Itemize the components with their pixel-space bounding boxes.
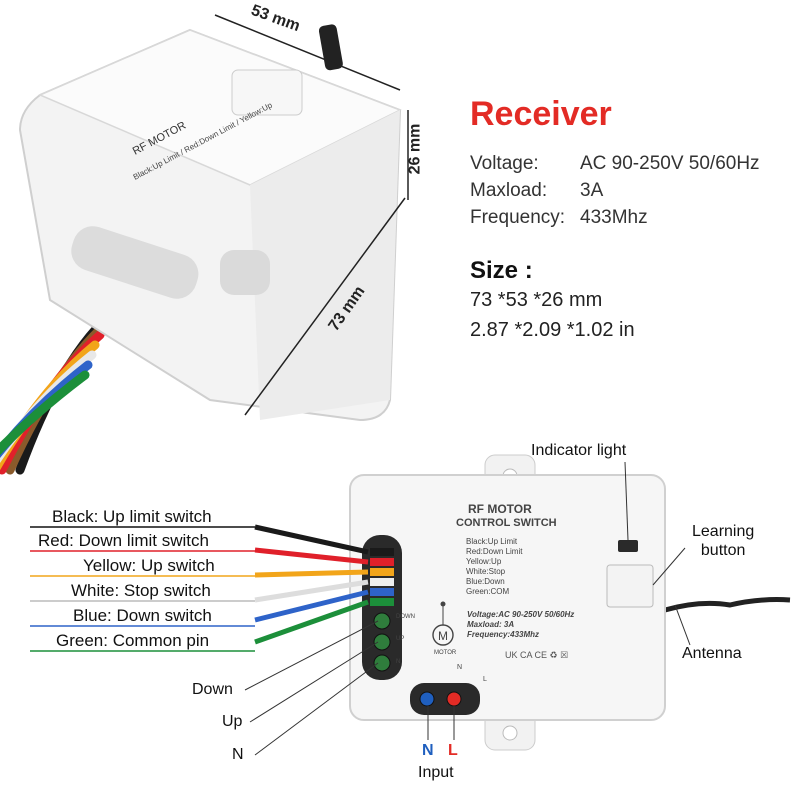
input-label-l-small: L	[483, 676, 487, 683]
cert-marks: UK CA CE ♻ ☒	[505, 650, 569, 660]
callout-indicator-light: Indicator light	[531, 442, 627, 459]
size-mm: 73 *53 *26 mm	[470, 289, 603, 311]
spec-frequency: Frequency: 433Mhz	[470, 207, 648, 228]
callout-down: Down	[192, 681, 233, 698]
size-title: Size :	[470, 257, 533, 284]
callout-antenna: Antenna	[682, 645, 742, 662]
device-title: RF MOTOR	[468, 502, 532, 516]
wire-label-blue: Blue: Down switch	[73, 606, 212, 625]
callout-input-l: L	[448, 742, 458, 759]
wire-label-green: Green: Common pin	[56, 631, 210, 650]
input-label-n-small: N	[457, 664, 463, 671]
callout-n: N	[232, 746, 244, 763]
label-underlines	[30, 526, 255, 652]
wire-label-yellow: Yellow: Up switch	[83, 556, 215, 575]
antenna-coil	[664, 597, 791, 613]
receiver-front-diagram: M	[30, 454, 791, 756]
spec-voltage: Voltage: AC 90-250V 50/60Hz	[470, 153, 760, 174]
wire-label-red: Red: Down limit switch	[38, 531, 209, 550]
dim-height-label: 26 mm	[406, 123, 424, 175]
wire-label-black: Black: Up limit switch	[52, 507, 212, 526]
device-wire-list: Black:Up Limit Red:Down Limit Yellow:Up …	[466, 537, 523, 596]
motor-label: MOTOR	[434, 650, 457, 656]
callout-up: Up	[222, 713, 243, 730]
wire-label-white: White: Stop switch	[71, 581, 211, 600]
left-wires	[254, 524, 369, 645]
callout-leaders	[244, 461, 691, 756]
svg-text:M: M	[438, 629, 448, 643]
size-in: 2.87 *2.09 *1.02 in	[470, 319, 635, 341]
terminal-screws	[373, 612, 391, 672]
receiver-top-view: RF MOTOR Black:Up Limit / Red:Down Limit…	[0, 14, 409, 475]
spec-panel: Receiver Voltage: AC 90-250V 50/60Hz Max…	[470, 95, 790, 345]
wire-ends	[370, 548, 394, 606]
spec-maxload: Maxload: 3A	[470, 180, 604, 201]
terminal-label-n: N	[396, 659, 401, 665]
callout-learning-button: Learning button	[692, 523, 755, 559]
callout-input-n: N	[422, 742, 434, 759]
terminal-label-down: DOWN	[396, 614, 415, 620]
device-specs: Voltage:AC 90-250V 50/60Hz Maxload: 3A F…	[467, 610, 575, 639]
callout-input: Input	[418, 764, 454, 781]
terminal-label-up: UP	[396, 636, 405, 642]
dimension-lines	[214, 14, 409, 416]
device-subtitle: CONTROL SWITCH	[456, 517, 557, 529]
receiver-title: Receiver	[470, 95, 612, 133]
top-wire-bundle	[0, 310, 115, 475]
